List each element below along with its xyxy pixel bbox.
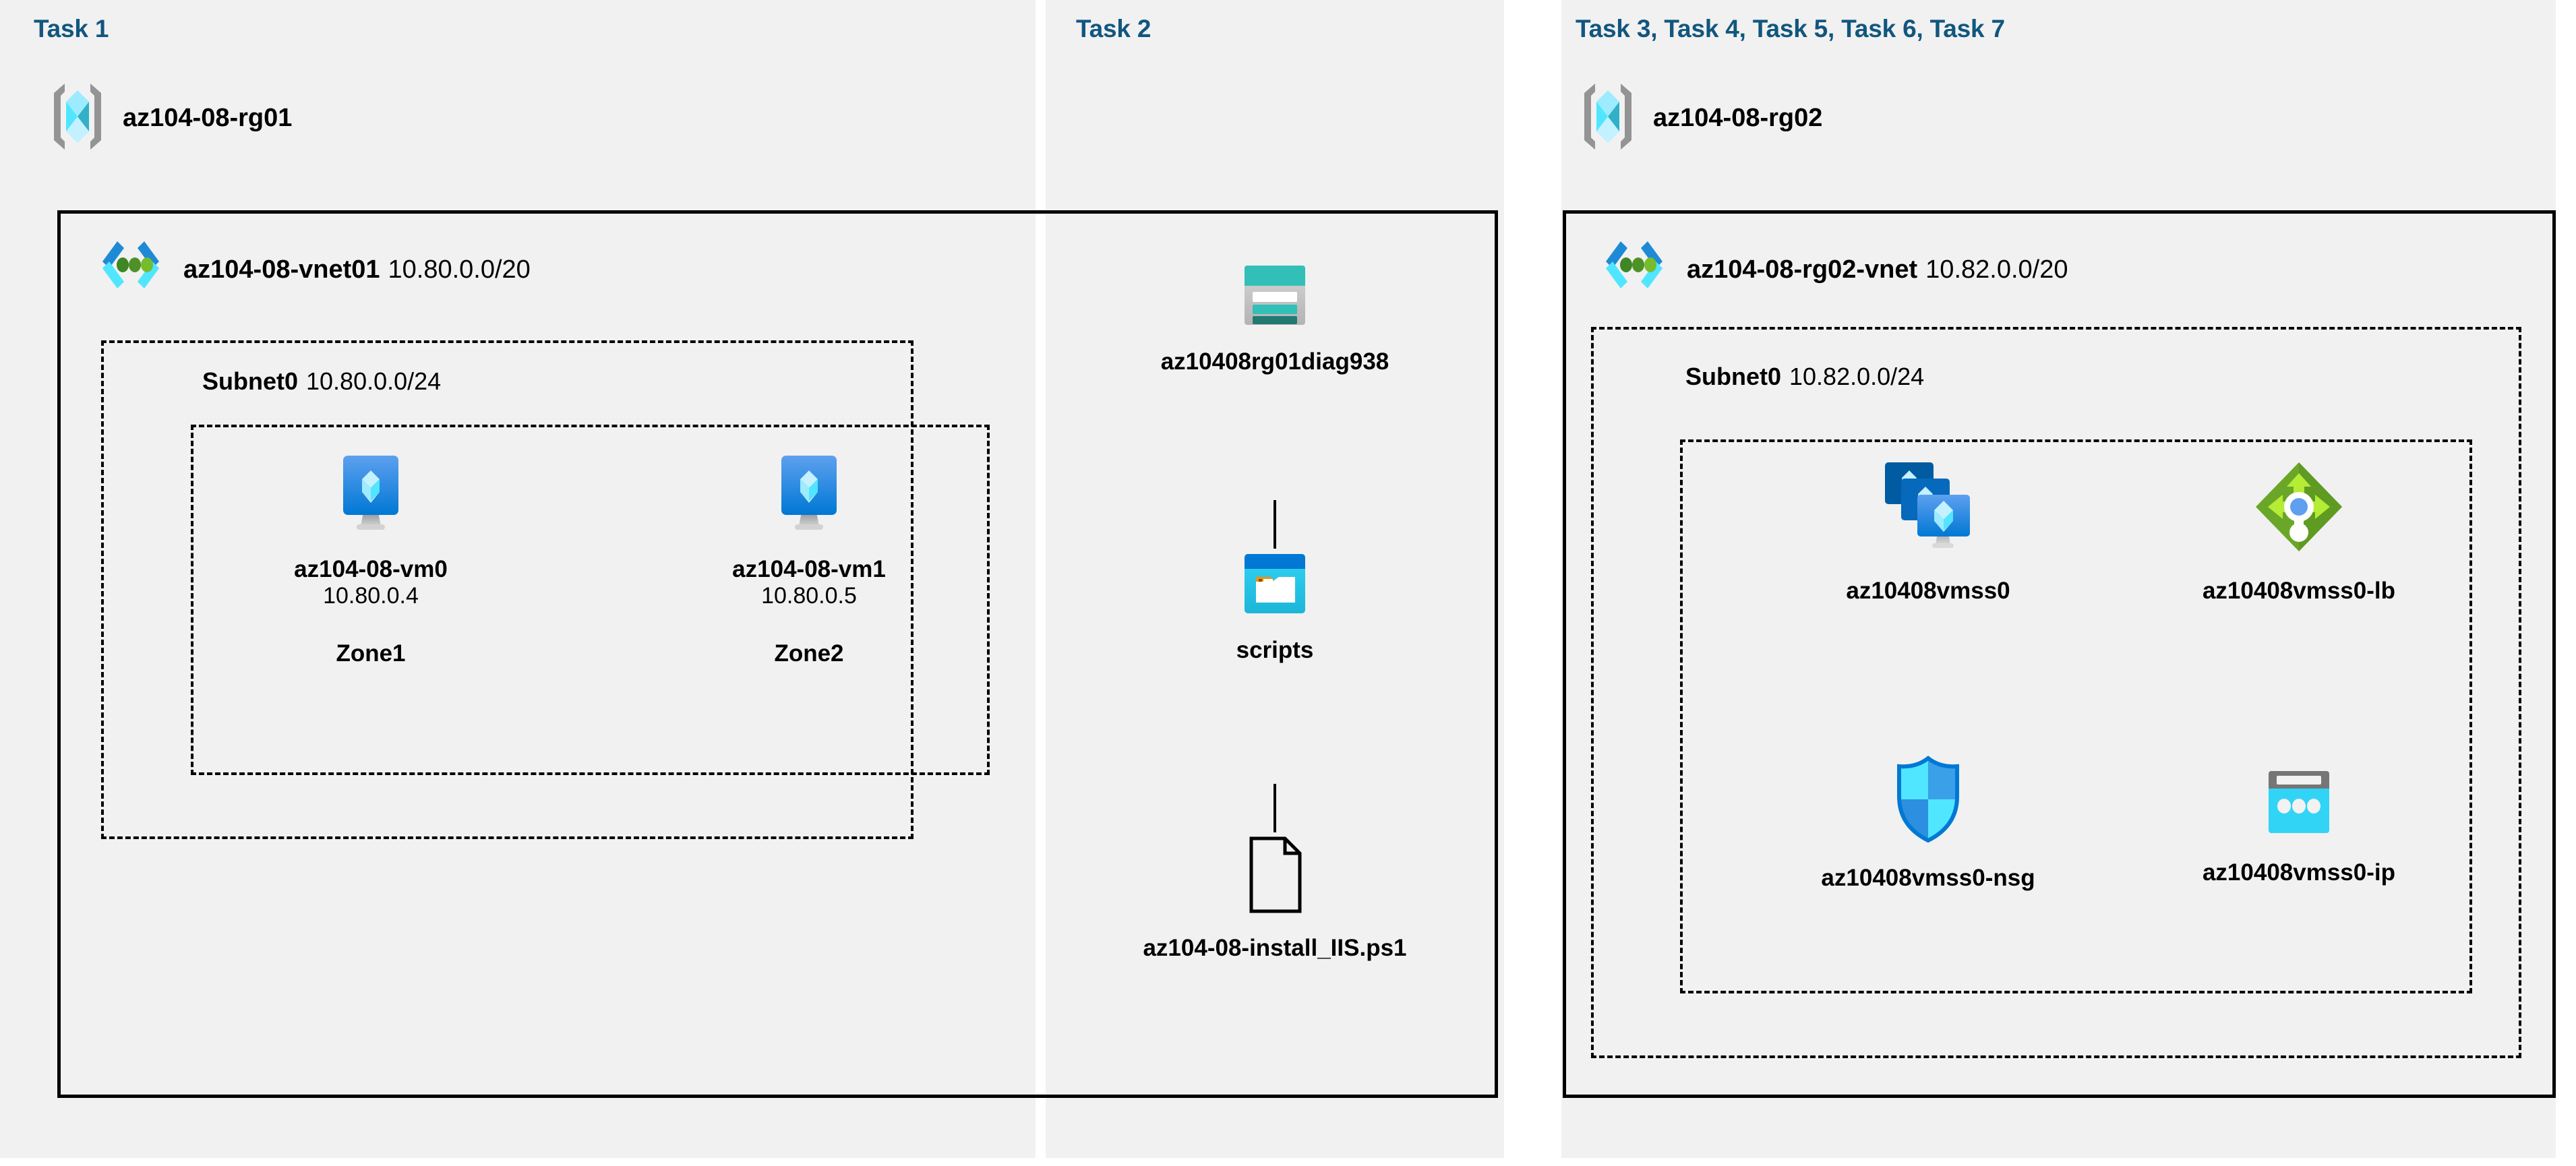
node-network-security-group[interactable]: az10408vmss0-nsg <box>1773 755 2083 892</box>
vm-scale-set-icon <box>1881 458 1975 560</box>
network-security-group-icon <box>1890 755 1966 847</box>
resource-group-name: az104-08-rg02 <box>1653 104 1823 132</box>
subnet-cidr: 10.80.0.0/24 <box>306 367 442 395</box>
node-storage-account[interactable]: az10408rg01diag938 <box>1120 263 1430 375</box>
vnet-boundary-az104-08-vnet01 <box>57 210 1036 1098</box>
task2-label: Task 2 <box>1076 15 1151 42</box>
availability-zone-group-boundary <box>191 425 990 775</box>
node-title: az10408vmss0 <box>1846 578 2010 604</box>
vnet-name: az104-08-rg02-vnet <box>1687 255 1918 284</box>
connector-storage-to-container <box>1274 500 1276 549</box>
vnet-header-az104-08-vnet01[interactable]: az104-08-vnet01 10.80.0.0/20 <box>94 237 531 303</box>
subnet-cidr: 10.82.0.0/24 <box>1789 363 1925 390</box>
resource-group-az104-08-rg02[interactable]: az104-08-rg02 <box>1578 80 1822 157</box>
subnet-name: Subnet0 <box>202 367 299 395</box>
node-zone: Zone1 <box>336 640 406 667</box>
node-vm0[interactable]: az104-08-vm0 10.80.0.4 Zone1 <box>270 453 472 667</box>
vnet-boundary-bridge-top <box>1033 210 1049 214</box>
file-icon <box>1243 836 1307 917</box>
node-title: az10408vmss0-nsg <box>1821 865 2035 891</box>
resource-group-az104-08-rg01[interactable]: az104-08-rg01 <box>47 80 292 157</box>
node-load-balancer[interactable]: az10408vmss0-lb <box>2151 458 2447 605</box>
node-script-file[interactable]: az104-08-install_IIS.ps1 <box>1086 836 1464 962</box>
vnet-name: az104-08-vnet01 <box>183 255 380 284</box>
node-title: az104-08-vm1 <box>732 556 886 582</box>
virtual-network-icon <box>94 237 167 303</box>
node-ip: 10.80.0.5 <box>761 583 857 609</box>
node-zone: Zone2 <box>774 640 844 667</box>
storage-account-icon <box>1241 263 1309 331</box>
node-blob-container[interactable]: scripts <box>1120 551 1430 664</box>
subnet-name: Subnet0 <box>1685 363 1782 390</box>
node-title: scripts <box>1236 637 1314 663</box>
task3-label: Task 3, Task 4, Task 5, Task 6, Task 7 <box>1576 15 2005 42</box>
node-title: az10408rg01diag938 <box>1160 348 1389 375</box>
vnet-cidr: 10.80.0.0/20 <box>388 255 531 284</box>
node-ip: 10.80.0.4 <box>323 583 419 609</box>
node-title: az104-08-vm0 <box>294 556 448 582</box>
resource-group-icon <box>47 80 108 157</box>
subnet-boundary-task1 <box>101 340 913 839</box>
resource-group-name: az104-08-rg01 <box>123 104 293 132</box>
node-title: az104-08-install_IIS.ps1 <box>1143 935 1407 961</box>
vnet-cidr: 10.82.0.0/20 <box>1925 255 2068 284</box>
node-vm1[interactable]: az104-08-vm1 10.80.0.5 Zone2 <box>708 453 910 667</box>
virtual-network-icon <box>1598 237 1671 303</box>
task1-label: Task 1 <box>34 15 109 42</box>
load-balancer-icon <box>2252 458 2346 560</box>
blob-container-icon <box>1241 551 1309 619</box>
node-title: az10408vmss0-ip <box>2202 859 2396 886</box>
public-ip-address-icon <box>2263 768 2335 842</box>
panel-task1-background <box>0 0 1036 1158</box>
resource-group-icon <box>1578 80 1638 157</box>
subnet-boundary-task3 <box>1591 327 2521 1058</box>
virtual-machine-icon <box>772 453 846 539</box>
panel-task3-background <box>1561 0 2556 1158</box>
node-title: az10408vmss0-lb <box>2202 578 2396 604</box>
connector-container-to-file <box>1274 784 1276 832</box>
vnet-boundary-bridge-bottom <box>1033 1095 1049 1098</box>
subnet-resources-boundary <box>1680 439 2472 993</box>
virtual-machine-icon <box>334 453 408 539</box>
subnet-label-task3: Subnet0 10.82.0.0/24 <box>1685 363 1924 391</box>
node-public-ip-address[interactable]: az10408vmss0-ip <box>2157 768 2440 886</box>
node-vm-scale-set[interactable]: az10408vmss0 <box>1787 458 2070 605</box>
vnet-boundary-az104-08-rg02-vnet <box>1563 210 2556 1098</box>
task2-boundary <box>1046 210 1498 1098</box>
